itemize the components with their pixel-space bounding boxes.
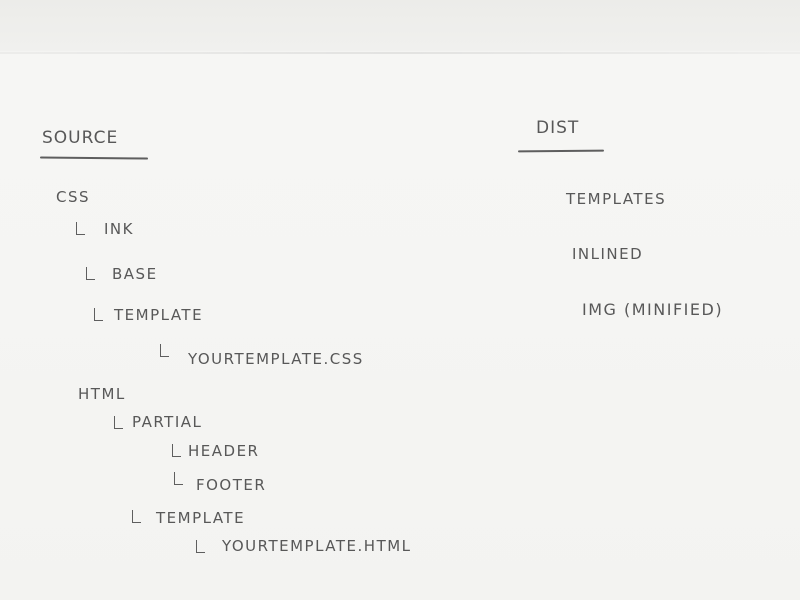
source-heading-underline <box>39 156 149 160</box>
tree-branch-icon <box>160 344 169 357</box>
source-item-yourtemplate-css: YOURTEMPLATE.CSS <box>188 350 364 368</box>
dist-heading: DIST <box>536 118 580 138</box>
source-item-yourtemplate-html: YOURTEMPLATE.HTML <box>222 537 412 555</box>
source-item-ink: INK <box>104 220 134 238</box>
tree-branch-icon <box>174 472 183 485</box>
source-item-template: TEMPLATE <box>114 306 204 324</box>
tree-branch-icon <box>132 510 141 523</box>
source-heading: SOURCE <box>42 128 119 148</box>
source-item-partial: PARTIAL <box>132 413 203 431</box>
tree-branch-icon <box>94 308 103 321</box>
tree-branch-icon <box>196 540 205 553</box>
source-item-header: HEADER <box>188 442 260 460</box>
dist-item-inlined: INLINED <box>572 245 644 263</box>
dist-item-img-minified: IMG (MINIFIED) <box>582 300 724 319</box>
tree-branch-icon <box>86 267 95 280</box>
dist-heading-underline <box>517 149 605 152</box>
page-fold <box>0 52 800 54</box>
source-item-html: HTML <box>78 385 126 403</box>
tree-branch-icon <box>172 444 181 457</box>
dist-item-templates: TEMPLATES <box>566 190 667 208</box>
source-item-footer: FOOTER <box>196 476 267 494</box>
tree-branch-icon <box>114 416 123 429</box>
source-item-base: BASE <box>112 265 158 283</box>
source-item-css: CSS <box>56 188 91 206</box>
tree-branch-icon <box>76 222 85 235</box>
source-item-template-html: TEMPLATE <box>156 509 246 527</box>
